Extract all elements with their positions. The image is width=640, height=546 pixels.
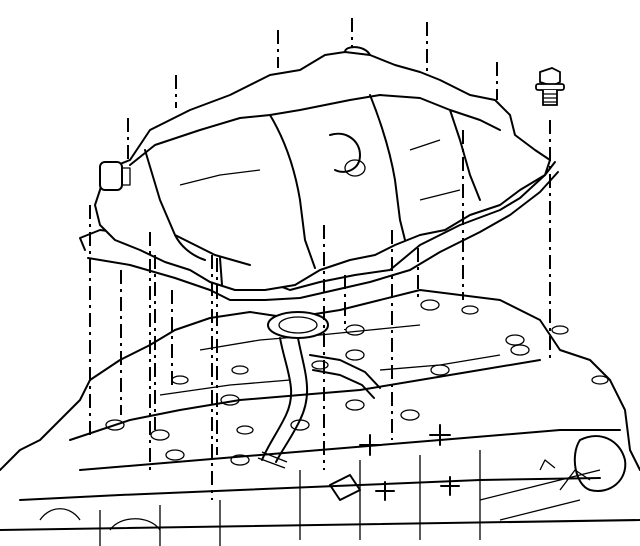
oil-pan	[94, 46, 551, 291]
alignment-lines	[89, 18, 551, 500]
bolt	[535, 67, 565, 106]
oil-pump-pickup	[257, 311, 381, 469]
engine-block	[0, 289, 640, 546]
